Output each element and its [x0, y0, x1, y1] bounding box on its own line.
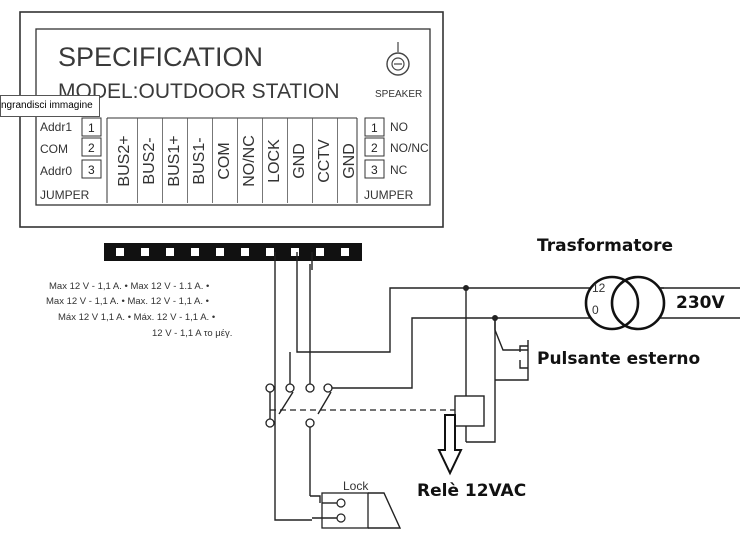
junction-dot — [463, 285, 469, 291]
jumper-pin-box — [81, 117, 102, 137]
rating-note: Max 12 V - 1,1 A. • Max 12 V - 1.1 A. • — [49, 281, 209, 292]
push-button-label: Pulsante esterno — [537, 349, 700, 369]
terminal-screw — [316, 248, 324, 256]
terminal-strip — [104, 243, 362, 261]
lock-label: Lock — [343, 479, 369, 493]
rating-note: 12 V - 1,1 A το μέγ. — [152, 328, 232, 339]
relay-coil-box — [454, 395, 485, 427]
terminal-label: BUS2+ — [116, 135, 133, 186]
transformer-label: Trasformatore — [537, 236, 673, 256]
terminal-screw — [141, 248, 149, 256]
lock-body — [321, 492, 369, 529]
relay-contact — [265, 383, 275, 393]
terminal-screw — [191, 248, 199, 256]
enlarge-image-tooltip[interactable]: ngrandisci immagine — [0, 95, 100, 117]
voltage-label: 230V — [676, 293, 725, 313]
push-button-icon — [519, 345, 528, 369]
jumper-pin-number: 2 — [371, 141, 378, 155]
relay-contact — [265, 418, 275, 428]
specification-panel: SPECIFICATION MODEL:OUTDOOR STATION SPEA… — [19, 11, 444, 228]
terminal-screw — [341, 248, 349, 256]
lock-terminal — [336, 513, 346, 523]
lock-device — [312, 492, 402, 529]
speaker-icon — [386, 42, 410, 76]
transformer-secondary-coil — [610, 275, 666, 331]
jumper-left-label: JUMPER — [40, 188, 90, 202]
right-jumper: 1 2 3 NO NO/NC NC JUMPER — [364, 117, 429, 202]
wire-relay-return — [484, 318, 496, 443]
panel-title: SPECIFICATION — [58, 42, 263, 72]
jumper-right-row-label: NO — [390, 120, 408, 134]
relay-contact — [305, 383, 315, 393]
relay-contacts — [265, 285, 498, 428]
relay-contact — [323, 383, 333, 393]
wire-lock-right — [310, 495, 321, 503]
jumper-right-label: JUMPER — [364, 188, 414, 202]
lock-terminal — [336, 498, 346, 508]
terminal-screw — [166, 248, 174, 256]
terminal-label: GND — [291, 143, 308, 179]
terminal-label: BUS2- — [141, 137, 158, 184]
jumper-pin-number: 3 — [371, 163, 378, 177]
jumper-pin-number: 3 — [88, 163, 95, 177]
wire-button-return — [495, 340, 529, 381]
jumper-left-row-label: Addr0 — [40, 164, 72, 178]
wires — [269, 252, 740, 521]
jumper-right-row-label: NO/NC — [390, 141, 429, 155]
jumper-pin-number: 1 — [371, 121, 378, 135]
jumper-pin-box — [81, 137, 102, 157]
relay-contact — [285, 383, 295, 393]
terminal-label: COM — [216, 142, 233, 179]
relay-arrow-icon — [437, 414, 463, 476]
terminal-screw — [266, 248, 274, 256]
panel-inner-border — [35, 28, 431, 206]
terminal-label: BUS1+ — [166, 135, 183, 186]
lock-latch — [368, 492, 402, 529]
terminal-labels: BUS2+ BUS2- BUS1+ BUS1- COM NO/NC LOCK GND CCTV G… — [106, 117, 358, 203]
rating-note: Max 12 V - 1,1 A. • Max. 12 V - 1,1 A. • — [46, 296, 209, 307]
jumper-pin-number: 2 — [88, 141, 95, 155]
jumper-right-row-label: NC — [390, 163, 408, 177]
relay-label: Relè 12VAC — [417, 481, 526, 501]
rating-note: Máx 12 V 1,1 A. • Máx. 12 V - 1,1 A. • — [58, 312, 215, 323]
relay-contact — [305, 418, 315, 428]
wire-lock-left — [274, 252, 312, 521]
terminal-screw — [116, 248, 124, 256]
jumper-left-row-label: Addr1 — [40, 120, 72, 134]
jumper-pin-number: 1 — [88, 121, 95, 135]
terminal-label: BUS1- — [191, 137, 208, 184]
terminal-label: GND — [341, 143, 358, 179]
rating-notes: Max 12 V - 1,1 A. • Max 12 V - 1.1 A. • … — [46, 281, 232, 339]
relay-switch-blade — [317, 391, 332, 415]
terminal-label: NO/NC — [241, 135, 258, 187]
junction-dot — [492, 315, 498, 321]
transformer-tap-12: 12 — [592, 281, 606, 295]
relay-coil — [454, 395, 485, 443]
relay-switch-blade — [278, 391, 294, 415]
wire-lock-terminal — [296, 252, 598, 353]
panel-model: MODEL:OUTDOOR STATION — [58, 80, 340, 103]
terminal-label: CCTV — [316, 139, 333, 183]
speaker-label: SPEAKER — [375, 89, 422, 100]
terminal-screw — [216, 248, 224, 256]
jumper-pin-box — [364, 137, 385, 157]
terminal-screw — [241, 248, 249, 256]
jumper-pin-box — [364, 117, 385, 137]
transformer-icon — [584, 275, 666, 331]
wire-transformer-0 — [328, 317, 598, 389]
jumper-left-row-label: COM — [40, 142, 68, 156]
jumper-pin-box — [81, 159, 102, 179]
transformer-tap-0: 0 — [592, 303, 599, 317]
terminal-label: LOCK — [266, 139, 283, 183]
terminal-screw — [291, 248, 299, 256]
jumper-pin-box — [364, 159, 385, 179]
left-jumper: Addr1 COM Addr0 1 2 3 JUMPER — [40, 117, 102, 202]
wire-button — [494, 318, 528, 351]
